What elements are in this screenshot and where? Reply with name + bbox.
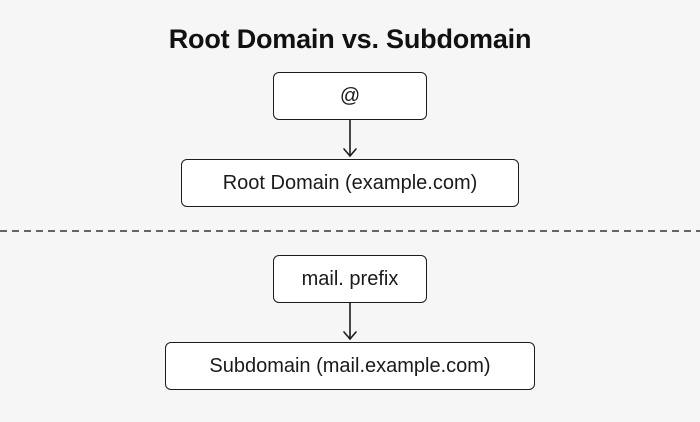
root-domain-box: Root Domain (example.com) [181, 159, 519, 207]
diagram-title: Root Domain vs. Subdomain [168, 24, 532, 54]
subdomain-box: Subdomain (mail.example.com) [165, 342, 535, 390]
at-symbol-box: @ [273, 72, 427, 120]
arrow-prefix-to-subdomain [343, 302, 357, 340]
arrow-at-to-root [343, 119, 357, 157]
mail-prefix-box: mail. prefix [273, 255, 427, 303]
